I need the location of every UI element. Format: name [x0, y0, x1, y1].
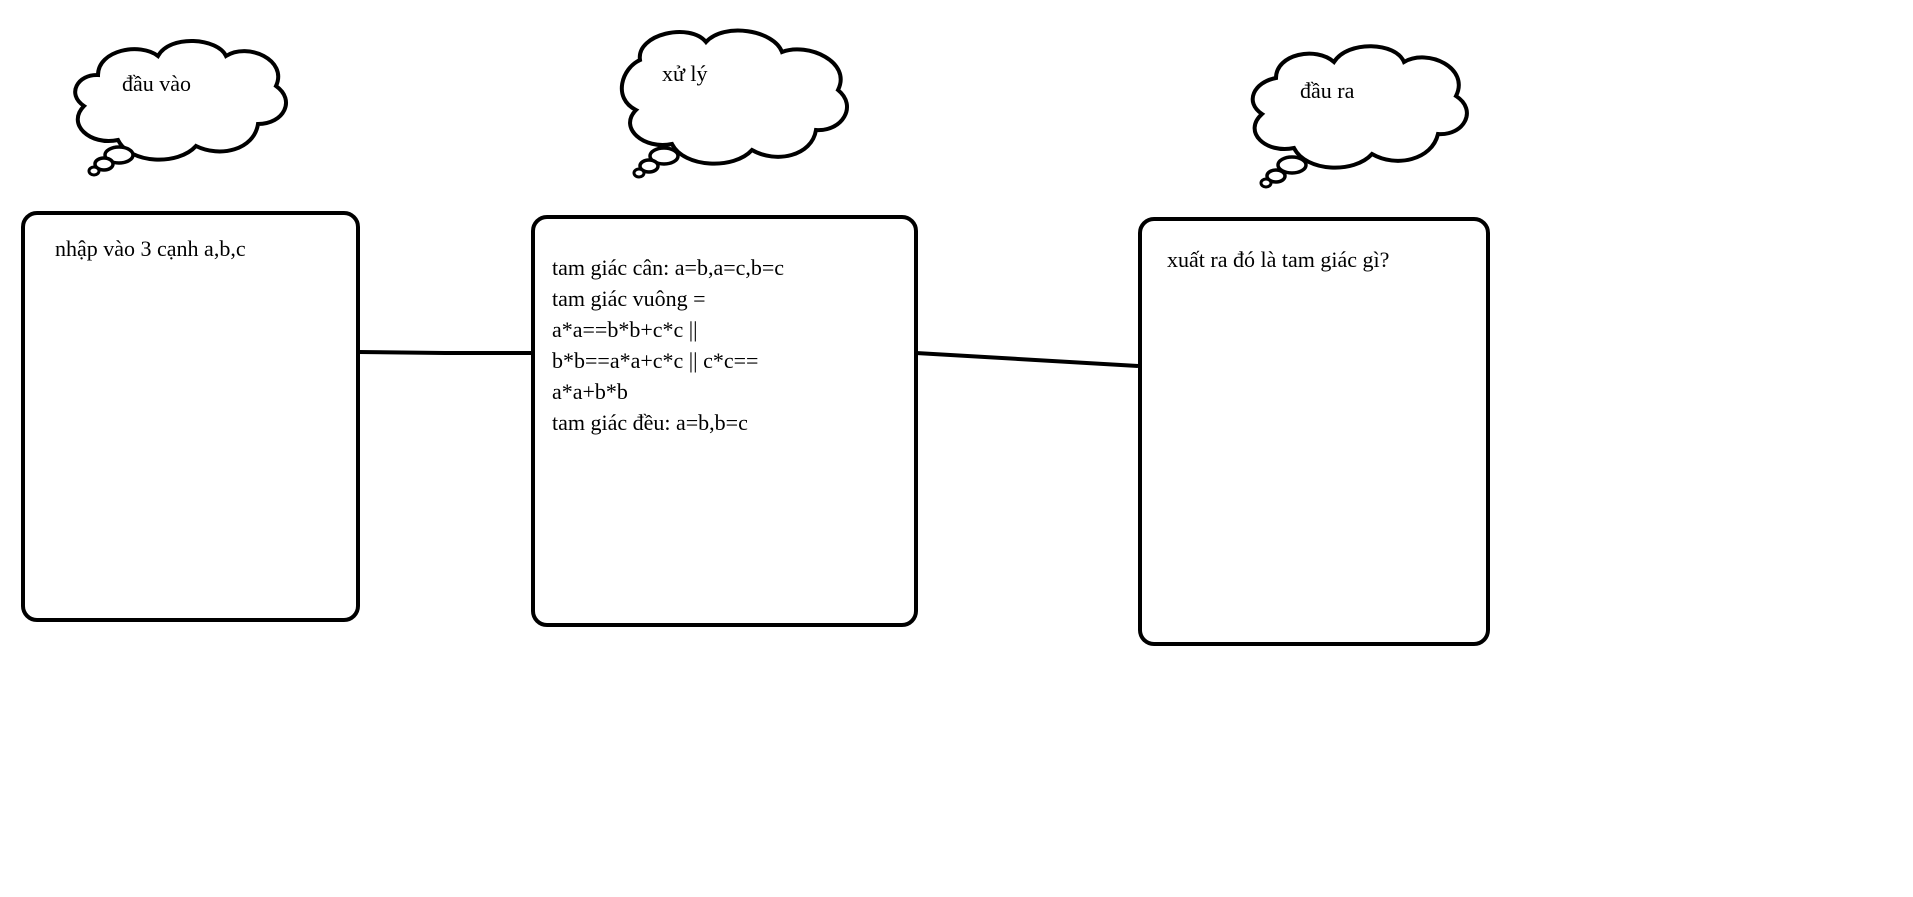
- box-line: tam giác cân: a=b,a=c,b=c: [552, 255, 784, 280]
- connector-process-output: [915, 351, 1139, 368]
- box-input-text: nhập vào 3 cạnh a,b,c: [55, 236, 246, 261]
- box-line: tam giác vuông =: [552, 286, 706, 311]
- box-process-text: tam giác cân: a=b,a=c,b=c tam giác vuông…: [552, 255, 790, 435]
- connector-input-process: [357, 350, 533, 355]
- box-line: xuất ra đó là tam giác gì?: [1167, 247, 1389, 272]
- thought-cloud-input: đầu vào: [73, 39, 288, 177]
- box-process: tam giác cân: a=b,a=c,b=c tam giác vuông…: [531, 215, 918, 627]
- box-output: xuất ra đó là tam giác gì?: [1138, 217, 1490, 646]
- box-output-text: xuất ra đó là tam giác gì?: [1167, 247, 1389, 272]
- cloud-label-process: xử lý: [662, 61, 708, 86]
- cloud-label-input: đầu vào: [122, 71, 191, 96]
- cloud-shape: [1250, 44, 1469, 170]
- box-frame: [21, 211, 360, 622]
- box-line: a*a+b*b: [552, 379, 628, 404]
- cloud-bubble-small: [632, 167, 646, 179]
- cloud-bubble-small: [87, 165, 101, 177]
- cloud-label-output: đầu ra: [1300, 78, 1355, 103]
- cloud-bubble-large: [648, 146, 680, 166]
- box-frame: [1138, 217, 1490, 646]
- box-line: b*b==a*a+c*c || c*c==: [552, 348, 758, 373]
- cloud-shape: [73, 39, 288, 162]
- box-input: nhập vào 3 cạnh a,b,c: [21, 211, 360, 622]
- thought-cloud-output: đầu ra: [1250, 44, 1469, 189]
- thought-cloud-process: xử lý: [619, 28, 849, 179]
- cloud-shape: [619, 28, 849, 166]
- box-line: tam giác đều: a=b,b=c: [552, 410, 748, 435]
- box-line: nhập vào 3 cạnh a,b,c: [55, 236, 246, 261]
- box-frame: [531, 215, 918, 627]
- cloud-bubble-small: [1259, 177, 1273, 189]
- box-line: a*a==b*b+c*c ||: [552, 317, 698, 342]
- cloud-bubble-medium: [93, 156, 115, 172]
- cloud-bubble-large: [1276, 155, 1308, 175]
- cloud-bubble-medium: [638, 158, 660, 174]
- cloud-bubble-medium: [1265, 168, 1287, 184]
